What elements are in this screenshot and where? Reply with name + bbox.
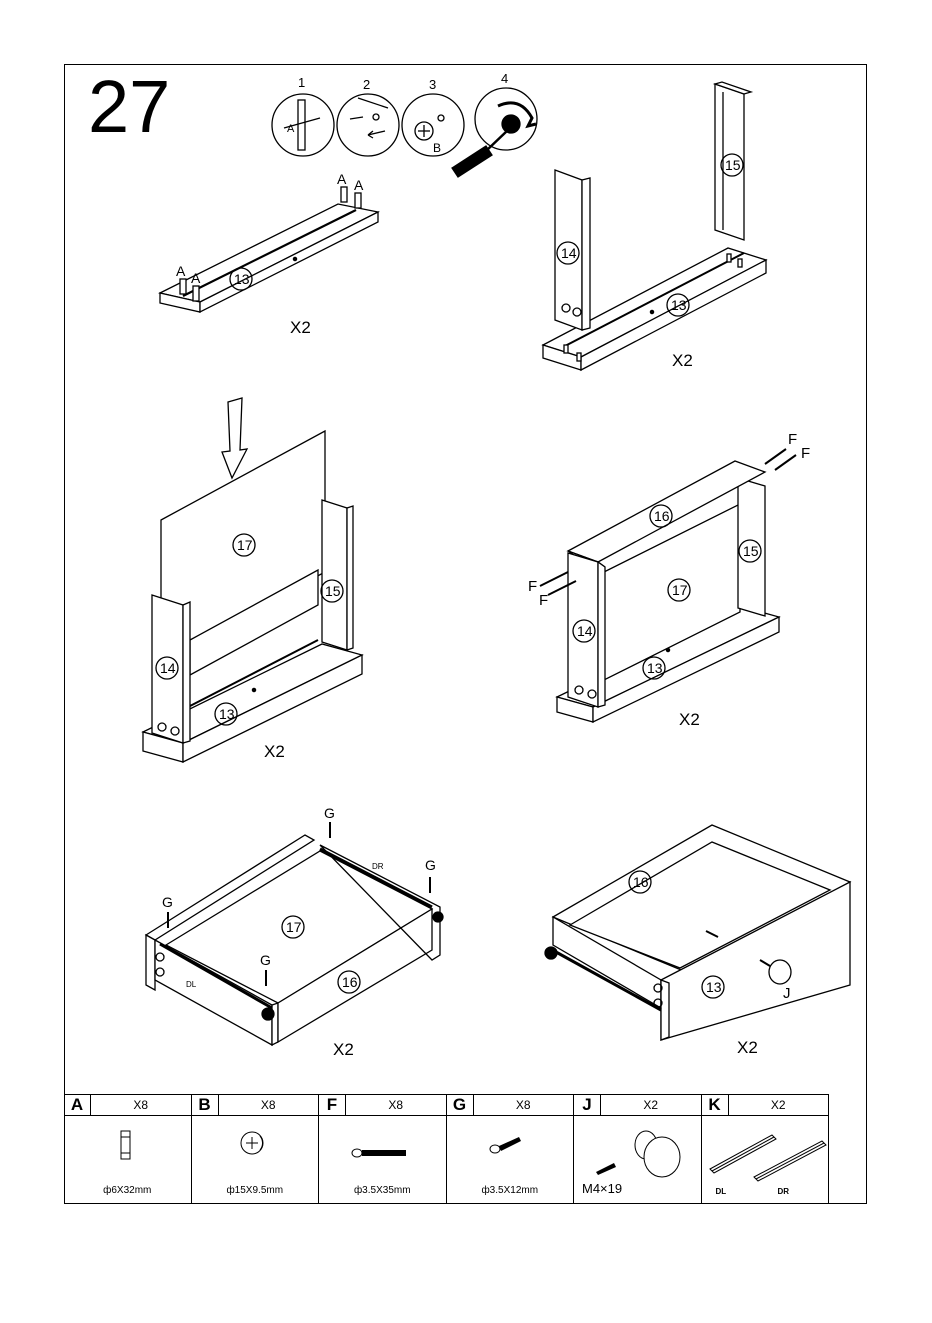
panel-4-quantity: X2 <box>679 710 700 729</box>
inset-step-3: 3 B <box>402 77 464 156</box>
panel-5-rail-dl: DL <box>186 980 197 989</box>
panel-5-screw-label-2: G <box>425 857 436 873</box>
panel-1-quantity: X2 <box>290 318 311 337</box>
panel-2-part-15: 15 <box>725 157 741 173</box>
cam-lock-icon <box>192 1117 319 1187</box>
hardware-spec: M4×19 <box>582 1181 701 1196</box>
hardware-letter: G <box>447 1095 474 1115</box>
panel-1-part-13: 13 <box>234 271 250 287</box>
panel-1-board: 13 A A A A X2 <box>160 171 378 337</box>
panel-4-assembly: 15 16 14 17 13 F F F F X2 <box>528 431 810 729</box>
hardware-rail-dr: DR <box>778 1187 829 1196</box>
panel-5-rail-dr: DR <box>372 862 384 871</box>
hardware-spec: ф15X9.5mm <box>192 1185 319 1196</box>
hardware-qty: X8 <box>346 1098 446 1112</box>
panel-1-dowel-label-1: A <box>337 171 347 187</box>
panel-3-part-17: 17 <box>237 537 253 553</box>
hardware-spec: ф6X32mm <box>64 1185 191 1196</box>
drawer-rail-icon <box>702 1117 829 1187</box>
panel-1-dowel-label-4: A <box>191 270 201 286</box>
panel-6-quantity: X2 <box>737 1038 758 1057</box>
hardware-letter: K <box>702 1095 729 1115</box>
hardware-letter: F <box>319 1095 346 1115</box>
panel-5-screw-label-3: G <box>162 894 173 910</box>
panel-3-part-14: 14 <box>160 660 176 676</box>
hardware-spec: ф3.5X35mm <box>319 1185 446 1196</box>
hardware-letter: A <box>64 1095 91 1115</box>
panel-6-knob-label: J <box>783 985 791 1002</box>
panel-6-assembly: 16 13 J X2 <box>545 825 850 1057</box>
panel-6-part-13: 13 <box>706 979 722 995</box>
dowel-icon <box>64 1117 191 1187</box>
inset-step-2: 2 <box>337 77 399 156</box>
panel-4-screw-label-4: F <box>539 592 548 609</box>
panel-2-part-13: 13 <box>671 297 687 313</box>
inset-step-1: 1 A <box>272 75 334 156</box>
panel-4-part-14: 14 <box>577 623 593 639</box>
panel-5-quantity: X2 <box>333 1040 354 1059</box>
long-screw-icon <box>319 1117 446 1187</box>
panel-3-part-13: 13 <box>219 706 235 722</box>
inset-step-4: 4 <box>452 71 537 177</box>
panel-3-assembly: 15 14 17 13 X2 <box>143 398 362 762</box>
panel-4-screw-label-2: F <box>801 445 810 462</box>
hardware-qty: X8 <box>219 1098 319 1112</box>
panel-4-part-15: 15 <box>743 543 759 559</box>
hardware-letter: B <box>192 1095 219 1115</box>
panel-2-part-14: 14 <box>561 245 577 261</box>
panel-4-part-17: 17 <box>672 582 688 598</box>
hardware-spec: ф3.5X12mm <box>447 1185 574 1196</box>
panel-4-part-16: 16 <box>654 508 670 524</box>
knob-icon <box>574 1117 701 1187</box>
inset-callout-b: B <box>433 141 441 155</box>
panel-5-part-17: 17 <box>286 919 302 935</box>
panel-5-screw-label-4: G <box>260 952 271 968</box>
panel-2-quantity: X2 <box>672 351 693 370</box>
short-screw-icon <box>447 1117 574 1187</box>
hardware-qty: X2 <box>729 1098 829 1112</box>
inset-step-2-number: 2 <box>363 77 370 92</box>
panel-5-part-16: 16 <box>342 974 358 990</box>
panel-3-quantity: X2 <box>264 742 285 761</box>
panel-6-part-16: 16 <box>633 874 649 890</box>
panel-1-dowel-label-2: A <box>354 177 364 193</box>
inset-step-4-number: 4 <box>501 71 508 86</box>
panel-1-dowel-label-3: A <box>176 263 186 279</box>
panel-5-screw-label-1: G <box>324 805 335 821</box>
inset-step-1-number: 1 <box>298 75 305 90</box>
hardware-qty: X2 <box>601 1098 701 1112</box>
hardware-letter: J <box>574 1095 601 1115</box>
panel-4-part-13: 13 <box>647 660 663 676</box>
hardware-qty: X8 <box>474 1098 574 1112</box>
panel-3-part-15: 15 <box>325 583 341 599</box>
hardware-qty: X8 <box>91 1098 191 1112</box>
panel-5-assembly: 17 16 DR DL G G G G X2 <box>146 805 443 1059</box>
inset-callout-a: A <box>287 123 295 135</box>
panel-2-assembly: 13 14 15 X2 <box>543 82 766 370</box>
panel-4-screw-label-1: F <box>788 431 797 448</box>
panel-4-screw-label-3: F <box>528 578 537 595</box>
inset-step-3-number: 3 <box>429 77 436 92</box>
